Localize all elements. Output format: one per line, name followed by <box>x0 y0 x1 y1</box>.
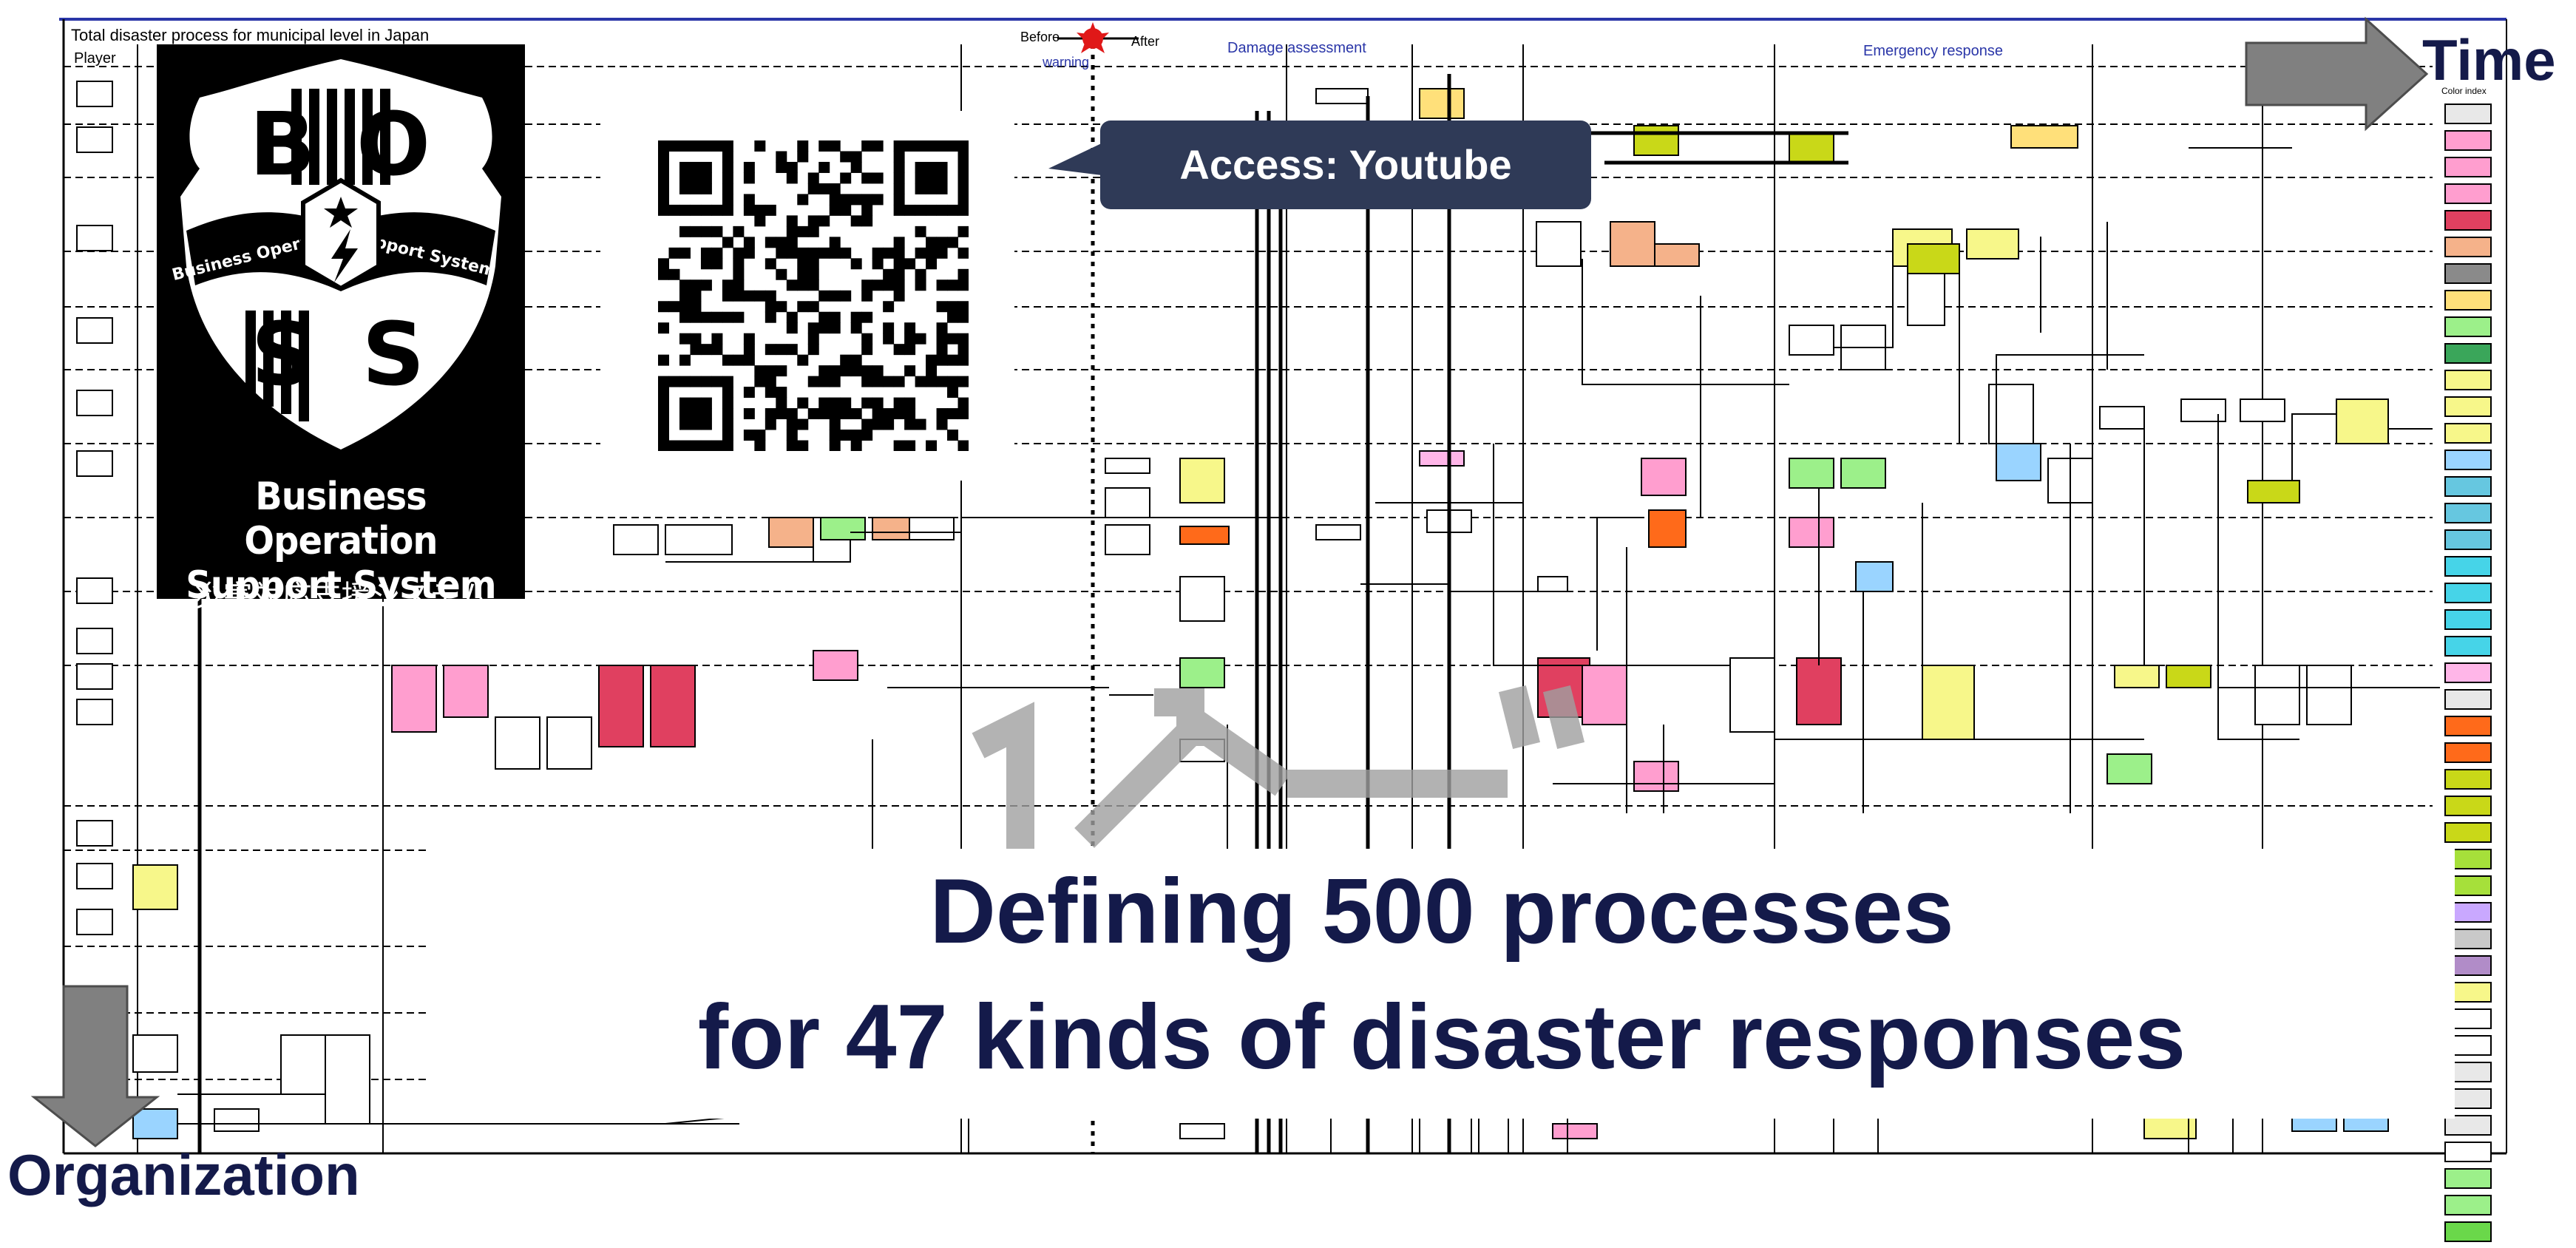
after-label: After <box>1131 34 1160 49</box>
emergency-response-label: Emergency response <box>1863 43 2003 59</box>
color-index-label: Color index <box>2441 86 2487 96</box>
legend-swatch <box>2444 529 2492 550</box>
time-axis-label: Time <box>2422 27 2556 92</box>
legend-swatch <box>2444 157 2492 177</box>
boss-logo: B O S S Business Operation Support Syste… <box>157 44 525 614</box>
legend-swatch <box>2444 130 2492 151</box>
legend-swatch <box>2444 796 2492 816</box>
logo-title: Business Operation Support System <box>172 475 510 608</box>
shield-icon: B O S S Business Operation Support Syste… <box>170 59 501 450</box>
legend-swatch <box>2444 609 2492 630</box>
before-label: Before <box>1020 30 1060 44</box>
legend-swatch <box>2444 183 2492 204</box>
player-boxes <box>76 81 113 935</box>
star-icon <box>324 197 358 228</box>
diagram-title: Total disaster process for municipal lev… <box>71 26 430 44</box>
warning-label: warning <box>1043 55 1090 69</box>
time-arrow <box>2245 16 2429 132</box>
legend-swatch <box>2444 556 2492 577</box>
legend-swatch <box>2444 370 2492 390</box>
callout-pointer <box>1048 140 1108 176</box>
legend-swatch <box>2444 290 2492 311</box>
legend-swatch <box>2444 423 2492 444</box>
logo-letter-o: O <box>356 93 430 195</box>
player-column-header: Player <box>74 50 116 67</box>
legend-swatch <box>2444 822 2492 843</box>
legend-swatch <box>2444 716 2492 736</box>
qr-code-icon[interactable] <box>658 140 969 451</box>
legend-swatch <box>2444 343 2492 364</box>
organization-arrow <box>30 985 160 1147</box>
legend-swatch <box>2444 583 2492 603</box>
youtube-access-callout[interactable]: Access: Youtube <box>1100 121 1591 209</box>
logo-letter-s2: S <box>362 303 425 405</box>
legend-swatch <box>2444 1168 2492 1189</box>
logo-letter-s1: S <box>251 303 314 405</box>
legend-swatch <box>2444 104 2492 124</box>
headline-line2: for 47 kinds of disaster responses <box>697 986 2186 1088</box>
logo-title-line1: Business Operation <box>244 475 438 563</box>
legend-swatch <box>2444 1142 2492 1162</box>
legend-swatch <box>2444 450 2492 470</box>
legend-swatch <box>2444 742 2492 763</box>
organization-axis-label: Organization <box>7 1142 360 1207</box>
warning-marker <box>1057 22 1139 53</box>
legend-swatch <box>2444 636 2492 657</box>
legend-swatch <box>2444 1195 2492 1215</box>
legend-swatch <box>2444 503 2492 523</box>
logo-title-line2: Support System <box>186 563 496 608</box>
legend-swatch <box>2444 769 2492 790</box>
legend-swatch <box>2444 210 2492 231</box>
legend-swatch <box>2444 263 2492 284</box>
logo-letter-b: B <box>249 93 316 195</box>
damage-assessment-label: Damage assessment <box>1227 40 1366 56</box>
process-boxes <box>132 88 2389 1139</box>
lightning-icon <box>331 229 358 282</box>
page-watermark <box>972 685 1585 864</box>
legend-swatch <box>2444 237 2492 257</box>
logo-subtitle-jp: 災害対応支援システム <box>193 580 489 614</box>
legend-swatch <box>2444 1221 2492 1242</box>
legend-swatch <box>2444 662 2492 683</box>
qr-code-panel[interactable] <box>600 111 1014 481</box>
legend-swatch <box>2444 689 2492 710</box>
headline-line1: Defining 500 processes <box>929 861 1954 963</box>
legend-swatch <box>2444 316 2492 337</box>
legend-swatch <box>2444 396 2492 417</box>
legend-swatch <box>2444 476 2492 497</box>
headline-banner: Defining 500 processes for 47 kinds of d… <box>429 849 2455 1119</box>
